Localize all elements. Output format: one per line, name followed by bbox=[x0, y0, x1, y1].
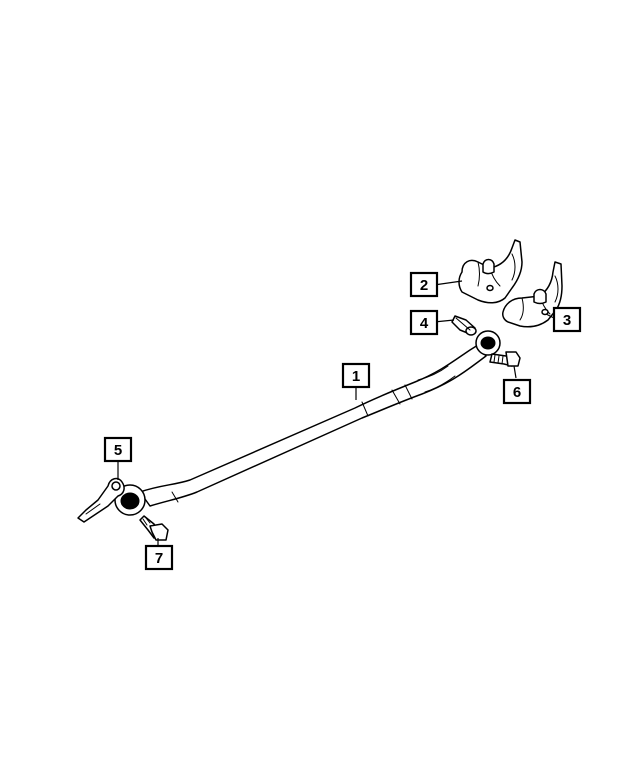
leader-3 bbox=[545, 313, 555, 319]
callout-3: 3 bbox=[552, 306, 582, 333]
callout-7-label: 7 bbox=[155, 550, 163, 567]
callout-6-label: 6 bbox=[513, 384, 521, 401]
callout-3-label: 3 bbox=[563, 312, 571, 329]
leader-6 bbox=[513, 365, 517, 379]
bolt-part-6 bbox=[489, 351, 521, 367]
pin-part-4 bbox=[451, 315, 477, 336]
callout-4-label: 4 bbox=[420, 315, 429, 332]
callout-1: 1 bbox=[341, 362, 371, 389]
callout-2: 2 bbox=[409, 271, 439, 298]
right-ball-joint bbox=[475, 330, 501, 356]
tie-rod-part-1 bbox=[114, 330, 501, 516]
callout-1-label: 1 bbox=[352, 368, 360, 385]
bolt-part-7 bbox=[139, 515, 169, 541]
shield-part-3 bbox=[502, 261, 563, 328]
callout-5: 5 bbox=[103, 436, 133, 463]
callout-4: 4 bbox=[409, 309, 439, 336]
shield-part-2 bbox=[458, 239, 523, 304]
callout-7: 7 bbox=[144, 544, 174, 571]
bracket-part-5 bbox=[77, 477, 125, 523]
callout-6: 6 bbox=[502, 378, 532, 405]
callout-2-label: 2 bbox=[420, 277, 428, 294]
leader-2 bbox=[433, 280, 463, 286]
leader-lines bbox=[117, 280, 555, 545]
callout-5-label: 5 bbox=[114, 442, 122, 459]
